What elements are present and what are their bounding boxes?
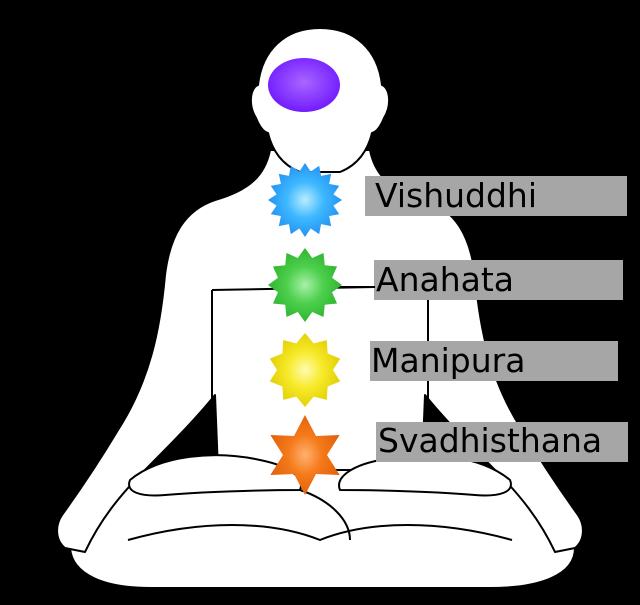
label-boxes bbox=[365, 176, 628, 462]
svadhisthana-chakra bbox=[270, 415, 340, 495]
label-svadhisthana: Svadhisthana bbox=[378, 421, 602, 460]
manipura-chakra bbox=[269, 333, 341, 407]
chakras bbox=[268, 58, 342, 495]
labels: Vishuddhi Anahata Manipura Svadhisthana bbox=[371, 176, 602, 460]
label-box-vishuddhi bbox=[365, 176, 627, 216]
label-box-manipura bbox=[370, 341, 618, 381]
label-box-anahata bbox=[374, 260, 623, 300]
label-anahata: Anahata bbox=[376, 260, 514, 299]
ajna-chakra bbox=[268, 58, 340, 112]
vishuddhi-chakra bbox=[268, 163, 342, 237]
label-box-svadhisthana bbox=[376, 422, 628, 462]
label-vishuddhi: Vishuddhi bbox=[375, 176, 537, 215]
anahata-chakra bbox=[268, 248, 342, 322]
label-manipura: Manipura bbox=[371, 341, 525, 380]
